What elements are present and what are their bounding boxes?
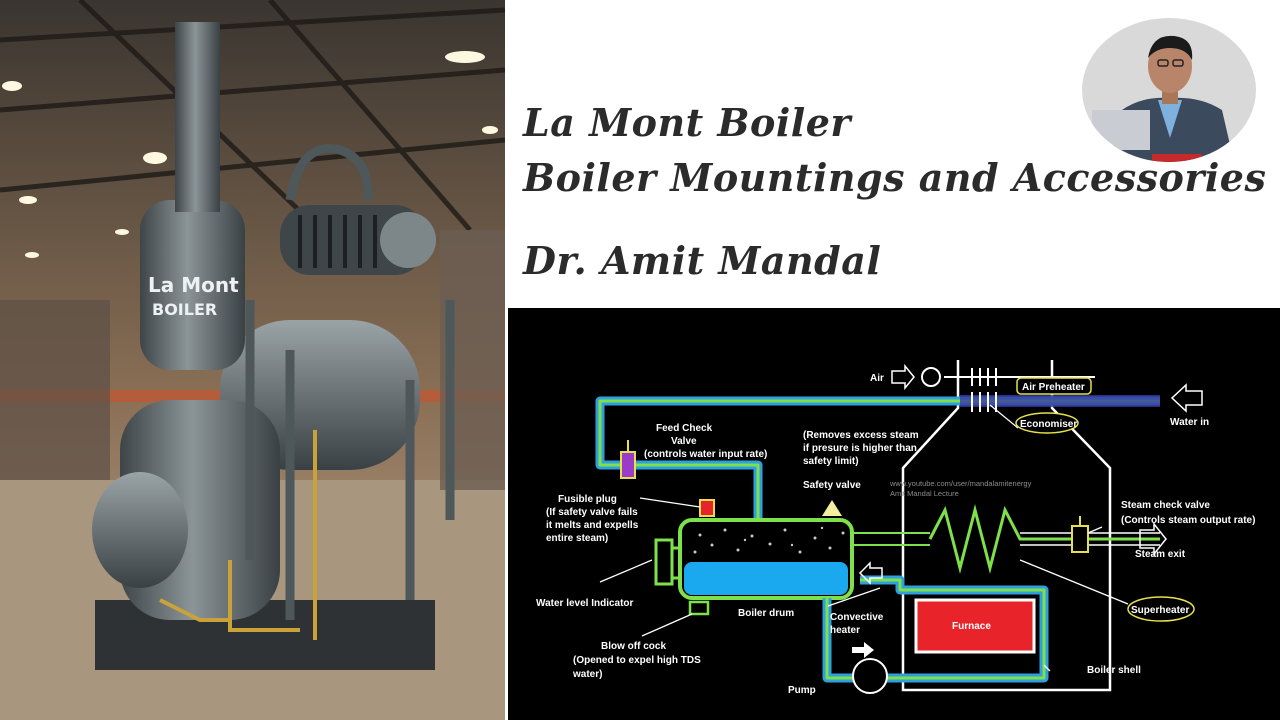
air-inlet-icon (921, 367, 941, 387)
label-superheater: Superheater (1131, 605, 1189, 616)
title-line-1: La Mont Boiler (523, 100, 851, 145)
label-water-level: Water level Indicator (536, 598, 634, 609)
label-feed-check-3: (controls water input rate) (644, 449, 767, 460)
feed-check-valve-icon (620, 451, 636, 479)
label-safety-valve: Safety valve (803, 480, 861, 491)
steam-check-valve-icon (1071, 525, 1089, 553)
circulation-pipe (822, 575, 1049, 683)
boiler-drum (678, 518, 854, 600)
water-level-indicator-icon (654, 538, 674, 586)
watermark-name: Amit Mandal Lecture (890, 489, 959, 498)
label-removes-2: if presure is higher than (803, 443, 917, 454)
label-fusible-4: entire steam) (546, 533, 608, 544)
label-blow-off-1: Blow off cock (601, 641, 666, 652)
blow-off-cock-icon (688, 600, 710, 616)
steam-pipe (852, 504, 1160, 574)
boiler-photo: La Mont BOILER (0, 0, 505, 720)
watermark-url: www.youtube.com/user/mandalamitenergy (889, 479, 1032, 488)
safety-valve-icon (822, 500, 842, 516)
return-arrow-icon (858, 561, 883, 585)
label-blow-off-3: water) (572, 669, 602, 680)
label-pump: Pump (788, 685, 816, 696)
label-steam-exit: Steam exit (1135, 549, 1186, 560)
water-in-arrow-icon (1170, 383, 1203, 413)
label-convective-1: Convective (830, 612, 884, 623)
author-name: Dr. Amit Mandal (523, 238, 882, 283)
pump-icon (852, 658, 888, 694)
fusible-plug-icon (699, 499, 715, 517)
pump-flow-arrow-icon (852, 642, 874, 658)
boiler-photo-label-2: BOILER (152, 300, 217, 319)
label-air: Air (870, 373, 884, 384)
furnace-box (914, 598, 1036, 654)
label-fusible-3: it melts and expells (546, 520, 639, 531)
steam-exit-arrow-icon (1139, 521, 1167, 557)
label-fusible-2: (If safety valve fails (546, 507, 638, 518)
label-boiler-drum: Boiler drum (738, 608, 794, 619)
title-line-2: Boiler Mountings and Accessories (523, 155, 1267, 200)
label-removes-3: safety limit) (803, 456, 859, 467)
presenter-avatar (1082, 18, 1256, 162)
label-water-in: Water in (1170, 417, 1209, 428)
label-feed-check-2: Valve (671, 436, 697, 447)
feed-pipe (595, 396, 1160, 520)
label-fusible-1: Fusible plug (558, 494, 617, 505)
label-removes-1: (Removes excess steam (803, 430, 919, 441)
label-convective-2: heater (830, 625, 860, 636)
label-economiser: Economiser (1020, 419, 1077, 430)
air-arrow-icon (891, 363, 915, 391)
label-feed-check-1: Feed Check (656, 423, 713, 434)
label-air-preheater: Air Preheater (1022, 382, 1085, 393)
label-boiler-shell: Boiler shell (1087, 665, 1141, 676)
boiler-photo-label-1: La Mont (148, 273, 239, 297)
label-blow-off-2: (Opened to expel high TDS (573, 655, 701, 666)
label-furnace: Furnace (952, 621, 991, 632)
la-mont-boiler-diagram: Air Water in Feed Check Valve (controls … (508, 308, 1280, 720)
label-steam-check-2: (Controls steam output rate) (1121, 515, 1255, 526)
label-steam-check-1: Steam check valve (1121, 500, 1210, 511)
